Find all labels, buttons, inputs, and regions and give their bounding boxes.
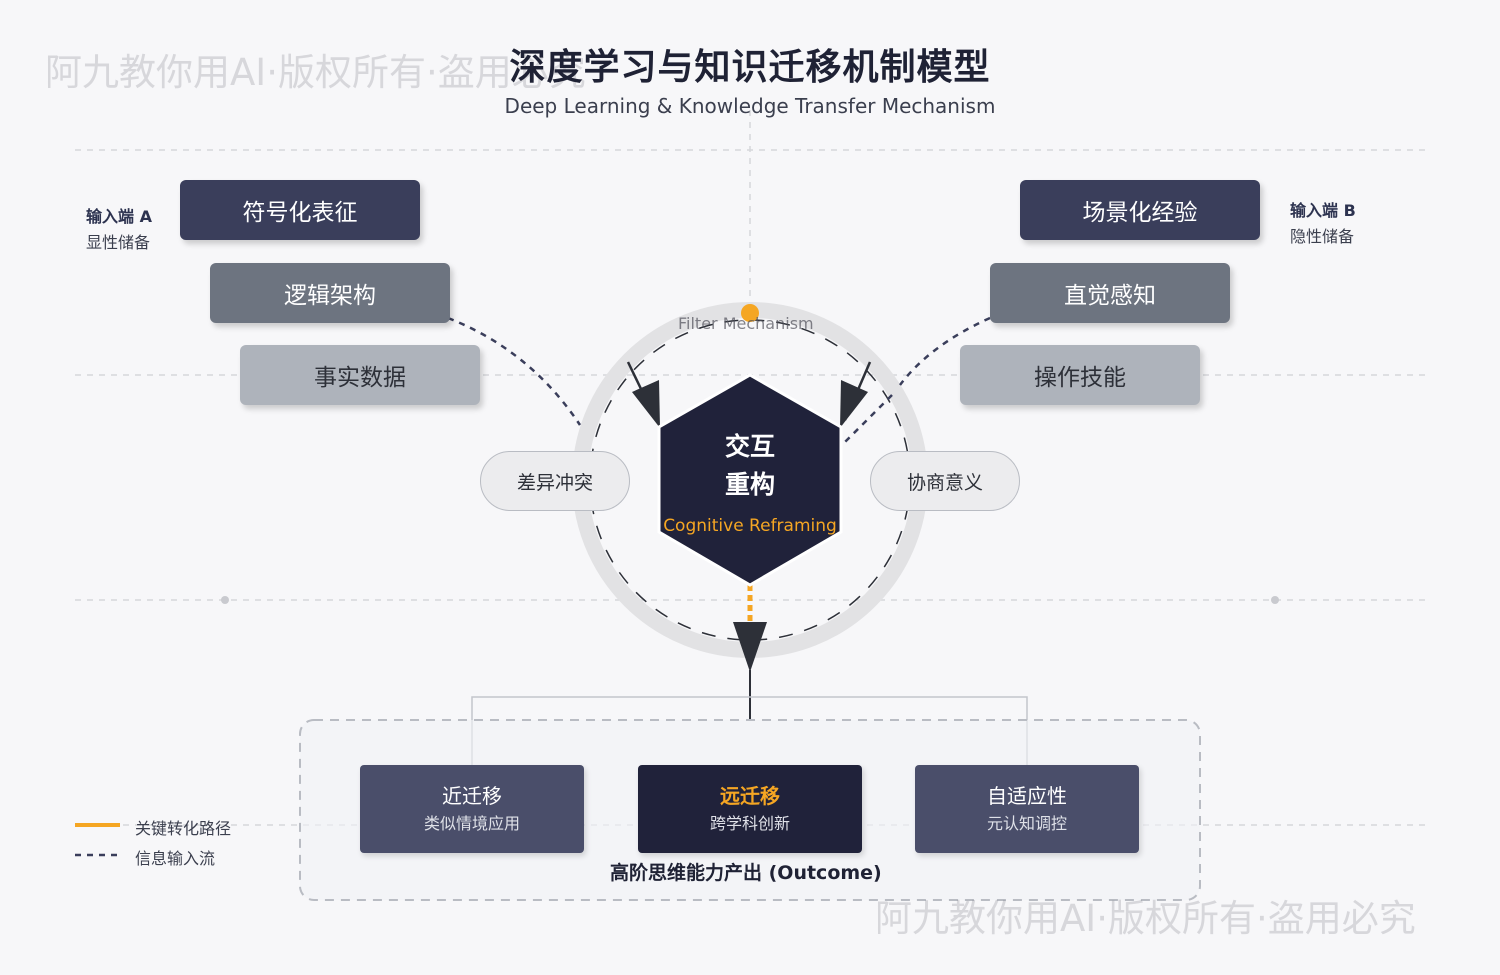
outcome-adaptive-sub: 元认知调控 — [986, 814, 1067, 833]
filter-mechanism-label: Filter Mechanism — [678, 314, 814, 333]
input-flow-right — [899, 316, 991, 386]
guide-dot-left — [221, 596, 229, 604]
input-b-label: 输入端 B 隐性储备 — [1290, 198, 1356, 250]
input-a-box-symbolic: 符号化表征 — [180, 180, 420, 240]
outcome-far-title: 远迁移 — [720, 784, 780, 808]
core-hexagon — [657, 373, 843, 587]
pill-negotiation: 协商意义 — [870, 451, 1020, 511]
guide-dot-right — [1271, 596, 1279, 604]
outcome-far-sub: 跨学科创新 — [709, 814, 790, 833]
input-b-box-intuition: 直觉感知 — [990, 263, 1230, 323]
outcome-section-title: 高阶思维能力产出 (Outcome) — [610, 862, 882, 884]
input-a-label: 输入端 A 显性储备 — [86, 204, 152, 256]
page-subtitle: Deep Learning & Knowledge Transfer Mecha… — [504, 94, 996, 118]
core-line-2: 重构 — [724, 470, 775, 499]
page-title: 深度学习与知识迁移机制模型 — [509, 47, 991, 88]
arrow-into-core-right-head — [840, 380, 868, 428]
core-label: 交互 重构 — [690, 428, 810, 504]
outcome-adaptive: 自适应性 元认知调控 — [915, 765, 1139, 853]
input-a-desc: 显性储备 — [86, 233, 151, 252]
arrow-into-core-left-head — [632, 380, 660, 428]
legend-key-path-label: 关键转化路径 — [135, 819, 232, 838]
input-a-box-logic: 逻辑架构 — [210, 263, 450, 323]
input-b-desc: 隐性储备 — [1290, 227, 1355, 246]
outcome-near-sub: 类似情境应用 — [423, 814, 520, 833]
input-b-box-skills: 操作技能 — [960, 345, 1200, 405]
outcome-far-transfer: 远迁移 跨学科创新 — [638, 765, 862, 853]
watermark-top: 阿九教你用AI·版权所有·盗用必究 — [45, 51, 586, 94]
watermark-bottom: 阿九教你用AI·版权所有·盗用必究 — [875, 897, 1416, 940]
core-line-1: 交互 — [724, 432, 775, 461]
input-flow-left — [447, 316, 582, 426]
outcome-near-title: 近迁移 — [442, 784, 502, 808]
pill-conflict: 差异冲突 — [480, 451, 630, 511]
input-b-key: 输入端 B — [1290, 201, 1356, 220]
filter-node — [741, 304, 759, 322]
input-a-key: 输入端 A — [86, 207, 152, 226]
key-path-arrow — [733, 622, 767, 672]
outcome-adaptive-title: 自适应性 — [987, 784, 1067, 808]
input-b-box-experience: 场景化经验 — [1020, 180, 1260, 240]
outcome-near-transfer: 近迁移 类似情境应用 — [360, 765, 584, 853]
legend-info-flow-label: 信息输入流 — [135, 849, 216, 868]
input-a-box-facts: 事实数据 — [240, 345, 480, 405]
core-subtitle: Cognitive Reframing — [663, 516, 837, 536]
